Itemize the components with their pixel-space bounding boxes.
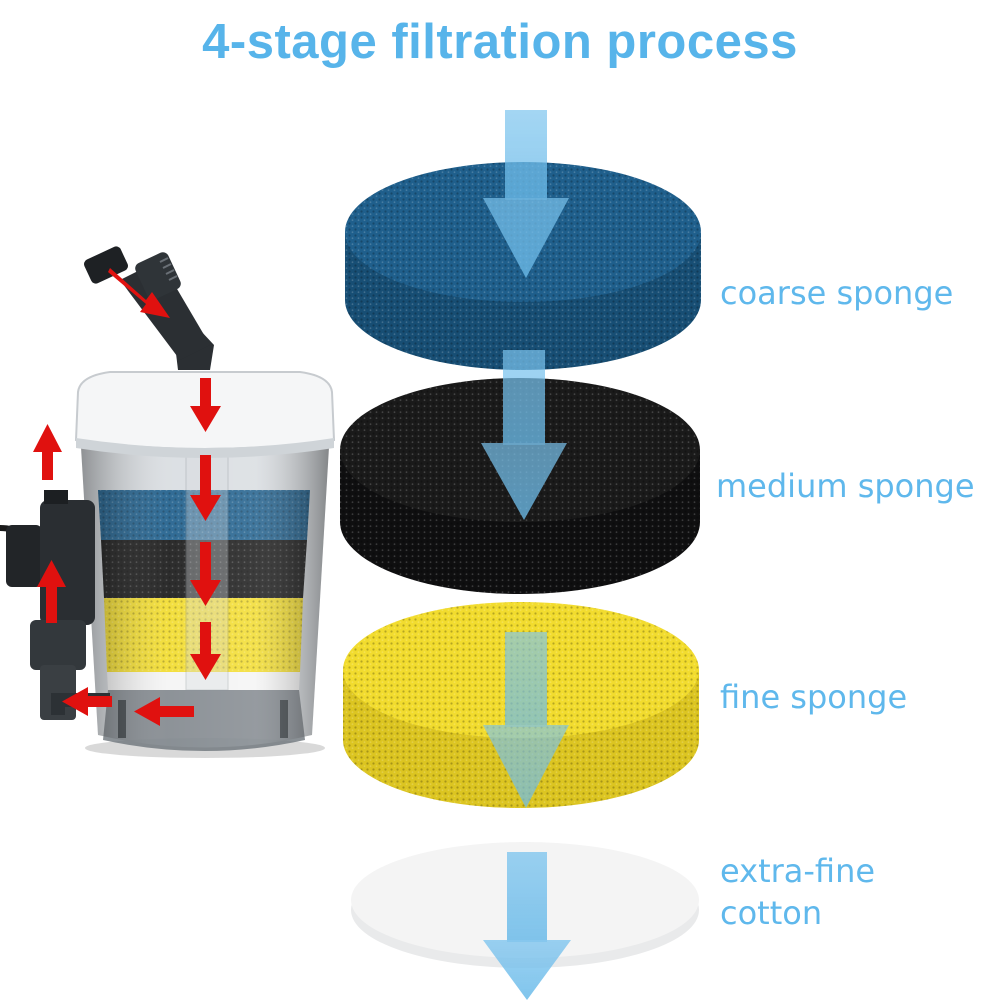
flow-arrow-1 bbox=[483, 110, 569, 278]
red-arrow-up-1 bbox=[37, 560, 66, 623]
inlet-valve bbox=[84, 246, 214, 370]
stage-label-coarse-sponge: coarse sponge bbox=[720, 274, 954, 312]
stage-label-fine-sponge: fine sponge bbox=[720, 678, 908, 716]
red-arrow-down-4 bbox=[190, 622, 221, 680]
red-arrow-left-1 bbox=[134, 697, 194, 726]
page-title: 4-stage filtration process bbox=[202, 15, 798, 69]
red-arrow-inlet bbox=[108, 268, 170, 318]
stage-label-medium-sponge: medium sponge bbox=[716, 467, 975, 505]
canister-filter bbox=[0, 246, 336, 758]
stage-label-extra-fine-cotton: extra-fine cotton bbox=[720, 850, 875, 934]
red-arrow-down-1 bbox=[190, 378, 221, 432]
red-arrow-down-3 bbox=[190, 542, 221, 606]
sponge-medium bbox=[340, 378, 700, 594]
red-arrow-up-2 bbox=[33, 424, 62, 480]
flow-arrow-3 bbox=[483, 632, 569, 808]
stage-label-line-2: cotton bbox=[720, 894, 823, 932]
water-flow-arrows bbox=[33, 268, 221, 726]
red-arrow-left-2 bbox=[62, 687, 112, 716]
flow-arrows bbox=[481, 110, 571, 1000]
red-arrow-down-2 bbox=[190, 455, 221, 521]
stage-label-line-1: extra-fine bbox=[720, 852, 876, 890]
flow-arrow-2 bbox=[481, 350, 567, 520]
flow-arrow-4 bbox=[483, 852, 571, 1000]
